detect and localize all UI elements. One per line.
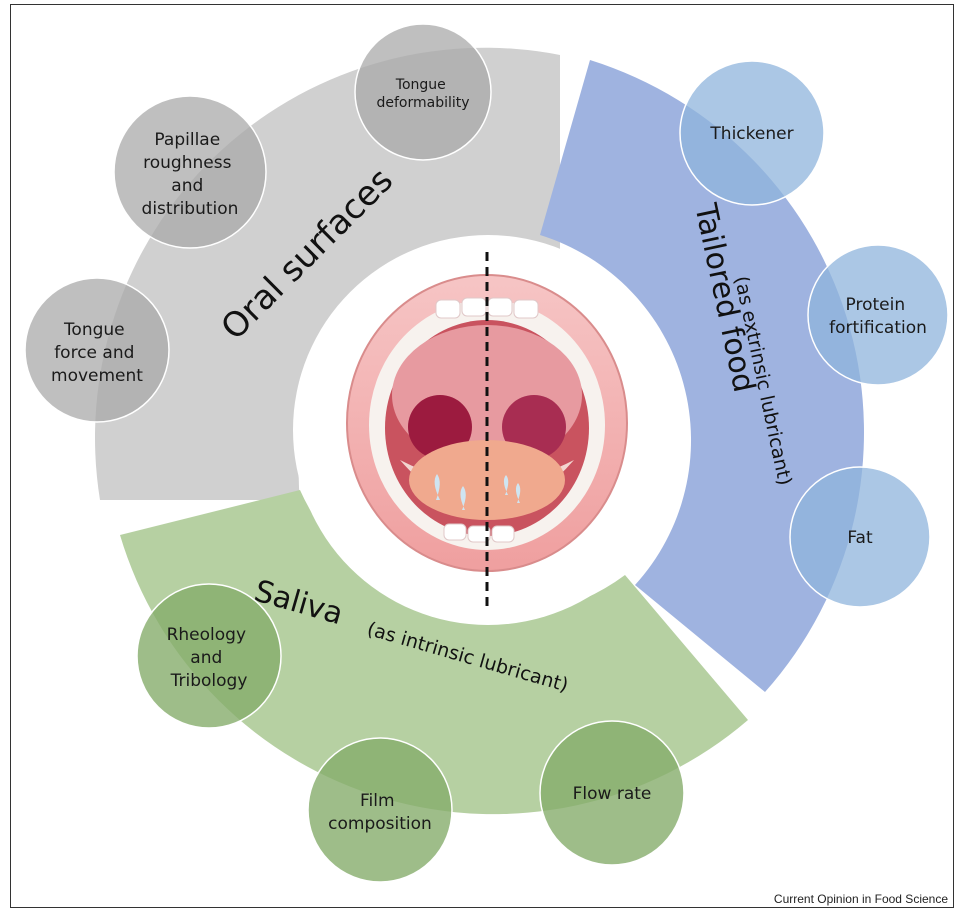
bubble-label-line: Papillae — [154, 130, 220, 150]
svg-text:Papillae roughness: Papillae roughness and distribution — [142, 130, 239, 219]
bubble-label-line: movement — [51, 366, 143, 386]
bubble-label-line: deformability — [376, 95, 469, 111]
bubble-label-line: roughness — [143, 153, 231, 173]
bubble-label-line: Tongue — [395, 77, 446, 93]
bubble-flow-rate — [539, 720, 685, 866]
bubble-label-line: fortification — [829, 318, 927, 338]
bubble-label-line: force and — [54, 343, 134, 363]
bubble-thickener — [679, 60, 825, 206]
figure-credit: Current Opinion in Food Science — [773, 892, 948, 906]
bubble-label-line: Protein — [846, 295, 906, 315]
bubble-label-fat: Fat — [847, 528, 873, 548]
svg-text:Tongue deformability: Tongue deformability — [376, 77, 469, 111]
svg-text:Rheology and Tribo: Rheology and Tribology — [167, 625, 252, 691]
bubble-label-line: distribution — [142, 199, 239, 219]
bubble-tongue-force — [24, 277, 170, 423]
bubble-tongue-deformability — [354, 23, 492, 161]
svg-text:Protein fortification: Protein fortification — [829, 295, 927, 338]
bubble-label-line: Rheology — [167, 625, 246, 645]
bubble-label-line: Film — [360, 791, 395, 811]
bubble-label-thickener: Thickener — [709, 124, 793, 144]
bubble-label-flow-rate: Flow rate — [573, 784, 652, 804]
bubble-label-line: Tongue — [63, 320, 125, 340]
bubble-rheology-tribology — [136, 583, 282, 729]
bubble-fat — [789, 466, 931, 608]
tailored-food-sector — [540, 60, 864, 692]
bubble-label-line: and — [171, 176, 203, 196]
bubble-label-line: and — [190, 648, 222, 668]
bubble-label-line: Tribology — [170, 671, 248, 691]
bubble-film-composition — [307, 737, 453, 883]
svg-text:Film composition: Film composition — [328, 791, 432, 834]
svg-text:Tongue force and m: Tongue force and movement — [51, 320, 143, 386]
bubble-label-line: composition — [328, 814, 432, 834]
bubble-papillae-roughness — [113, 95, 267, 249]
bubble-protein-fortification — [807, 244, 949, 386]
figure-frame — [10, 4, 954, 908]
open-mouth-illustration — [346, 252, 628, 612]
